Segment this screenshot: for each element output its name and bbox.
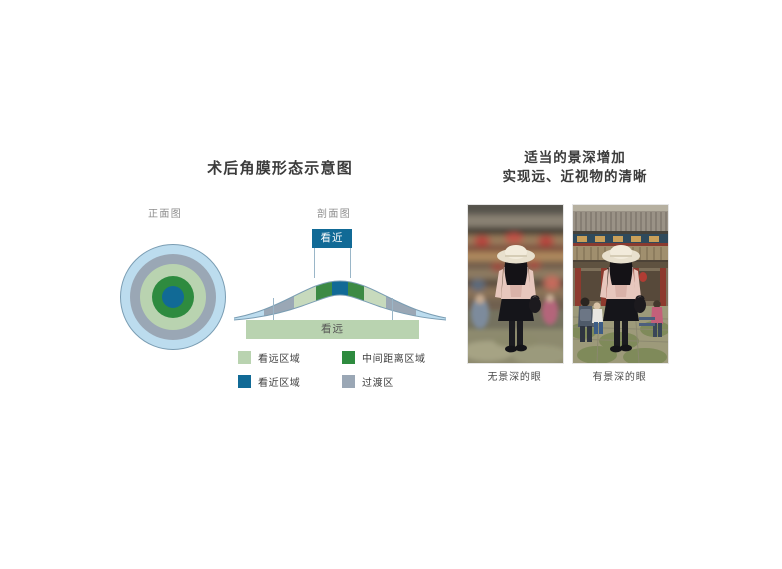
front-view-diagram xyxy=(120,244,226,350)
legend: 看远区域 中间距离区域 看近区域 过渡区 xyxy=(238,350,452,389)
far-zone-callout-label: 看远 xyxy=(246,320,419,339)
near-callout-leader-right xyxy=(350,248,351,278)
photo-comparison-heading: 适当的景深增加 实现远、近视物的清晰 xyxy=(455,148,695,186)
legend-item-intermediate-zone: 中间距离区域 xyxy=(342,350,452,365)
legend-label-transition-zone: 过渡区 xyxy=(362,378,394,389)
page-title: 术后角膜形态示意图 xyxy=(207,160,353,177)
near-zone-callout-label: 看近 xyxy=(312,229,352,248)
legend-label-far-zone: 看远区域 xyxy=(258,354,301,365)
legend-item-transition-zone: 过渡区 xyxy=(342,374,452,389)
near-callout-leader-left xyxy=(314,248,315,278)
photo-with-depth-of-field xyxy=(572,204,669,364)
front-view-label: 正面图 xyxy=(148,209,183,220)
legend-label-intermediate-zone: 中间距离区域 xyxy=(362,354,426,365)
far-callout-leader-left xyxy=(273,298,274,322)
cornea-cross-section-shape xyxy=(233,280,447,324)
legend-label-near-zone: 看近区域 xyxy=(258,378,301,389)
section-view-label: 剖面图 xyxy=(317,209,352,220)
photo-heading-line-1: 适当的景深增加 xyxy=(524,150,626,165)
cross-section-diagram: 看近 xyxy=(230,226,450,346)
legend-swatch-near-zone xyxy=(238,375,251,388)
photo-no-depth-of-field xyxy=(467,204,564,364)
cornea-diagram-panel: 术后角膜形态示意图 正面图 剖面图 看近 xyxy=(100,150,460,400)
legend-swatch-far-zone xyxy=(238,351,251,364)
legend-swatch-intermediate-zone xyxy=(342,351,355,364)
legend-item-far-zone: 看远区域 xyxy=(238,350,342,365)
far-callout-leader-right xyxy=(392,298,393,322)
photo-with-depth-of-field-image xyxy=(573,205,668,363)
photo-caption-no-depth-of-field: 无景深的眼 xyxy=(487,372,542,383)
depth-of-field-panel: 适当的景深增加 实现远、近视物的清晰 xyxy=(455,140,695,390)
photo-caption-with-depth-of-field: 有景深的眼 xyxy=(592,372,647,383)
photo-heading-line-2: 实现远、近视物的清晰 xyxy=(502,169,648,184)
photo-no-depth-of-field-image xyxy=(468,205,563,363)
legend-item-near-zone: 看近区域 xyxy=(238,374,342,389)
near-zone-core xyxy=(162,286,184,308)
legend-swatch-transition-zone xyxy=(342,375,355,388)
